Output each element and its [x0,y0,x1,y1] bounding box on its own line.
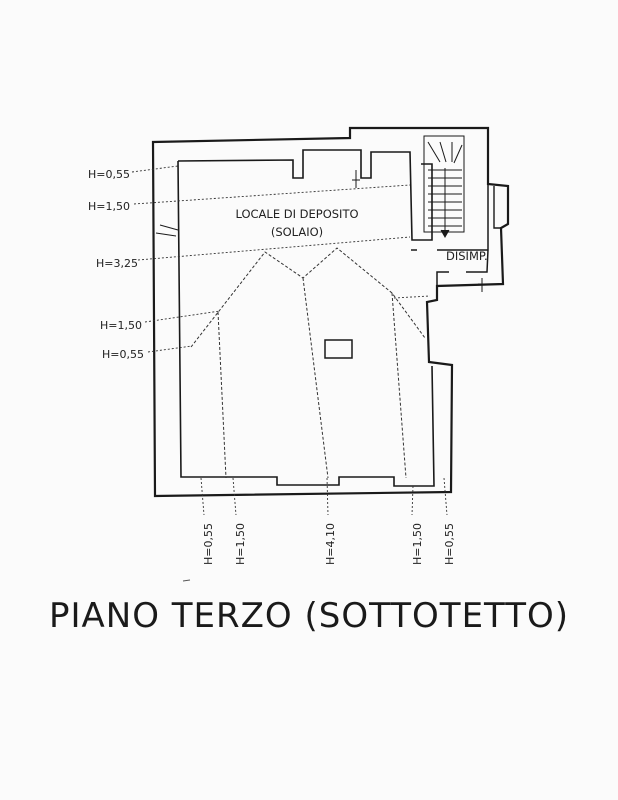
room-name-locale: LOCALE DI DEPOSITO [235,207,358,221]
page-title: PIANO TERZO (SOTTOTETTO) [48,596,570,636]
height-label-bottom-4: H=1,50 [411,523,424,565]
height-label-left-2: H=1,50 [88,200,130,213]
door-marks [155,170,490,292]
height-label-left-5: H=0,55 [102,348,144,361]
room-name-disimpegno: DISIMP. [446,249,488,263]
bottom-leaders [200,477,448,516]
height-label-left-1: H=0,55 [88,168,130,181]
height-label-bottom-5: H=0,55 [443,523,456,565]
inner-wall [177,149,433,241]
scan-mark [182,579,191,582]
outer-wall [151,126,510,498]
height-label-bottom-2: H=1,50 [234,523,247,565]
height-label-bottom-3: H=4,10 [324,523,337,565]
inner-left-wall [177,160,435,487]
roof-lines [190,247,426,479]
left-leaders [131,165,431,353]
disimpegno-wall-right [493,186,501,229]
height-label-bottom-1: H=0,55 [202,523,215,565]
disimpegno-walls [411,150,489,285]
staircase [423,135,465,239]
room-subname-solaio: (SOLAIO) [271,225,323,239]
height-label-left-3: H=3,25 [96,257,138,270]
skylight [324,339,353,359]
height-label-left-4: H=1,50 [100,319,142,332]
